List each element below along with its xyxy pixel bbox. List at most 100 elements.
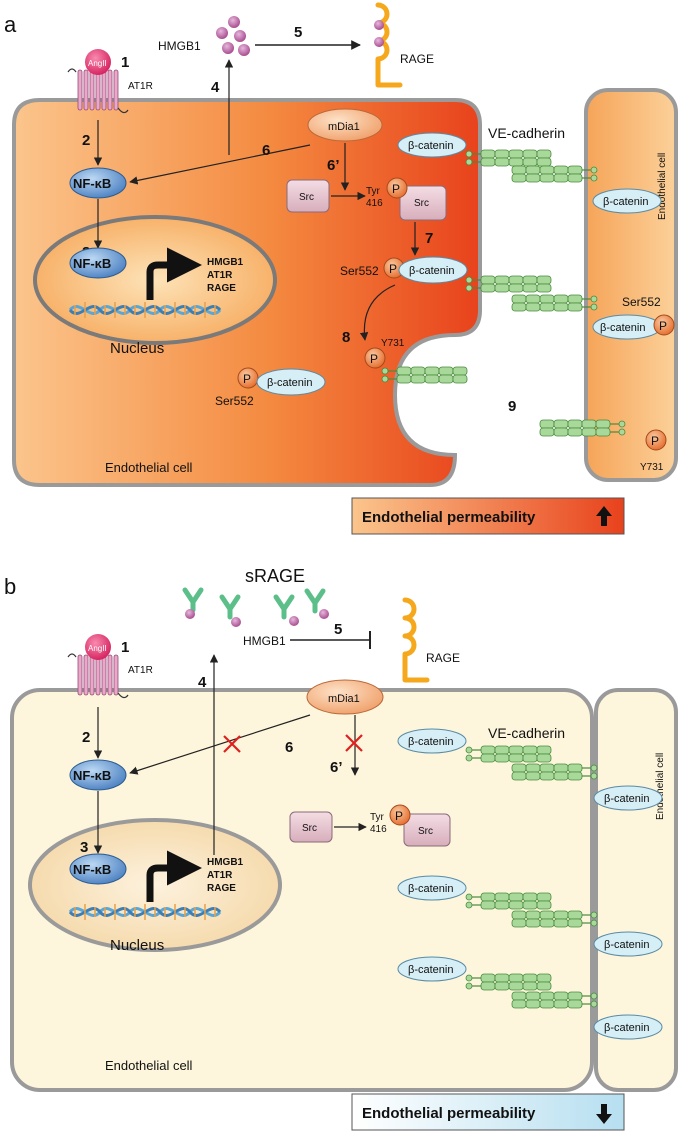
srage-fragment-icon (307, 591, 323, 611)
src-inactive-b (289, 811, 333, 843)
hmgb1-label-b: HMGB1 (243, 634, 286, 648)
inhibit-cross-icon (345, 734, 363, 752)
panel-b: b Endothelial cell sRAGE HMGB1 5 RAGE An… (4, 566, 678, 1131)
gene-at1r-a: AT1R (207, 270, 233, 281)
phospho-y731-right-a (645, 429, 667, 451)
srage-fragment-icon (276, 597, 292, 617)
tyr-label-b: Tyr (370, 812, 385, 823)
nfkb-label-b: NF-κB (73, 768, 111, 783)
step-2-a: 2 (82, 132, 90, 149)
beta-catenin-j3-left-b (397, 956, 467, 982)
step-6prime-a: 6’ (327, 157, 340, 174)
step-1-b: 1 (121, 639, 129, 656)
nucleus-label-b: Nucleus (110, 937, 164, 954)
srage-fragment-icon (222, 597, 238, 617)
beta-catenin-j1-right-a (592, 188, 662, 214)
at1r-label-a: AT1R (128, 81, 153, 92)
nfkb-nucleus-label-a: NF-κB (73, 256, 111, 271)
nfkb-nucleus-a (69, 247, 127, 279)
beta-catenin-free-a (256, 368, 326, 396)
phospho-src-a (386, 177, 408, 199)
step-6-b: 6 (285, 739, 293, 756)
nfkb-label-a: NF-κB (73, 176, 111, 191)
hmgb1-label-a: HMGB1 (158, 39, 201, 53)
beta-catenin-j1-left-label-a: β-catenin (408, 140, 453, 152)
src-active-label-b: Src (418, 826, 433, 837)
src-active-a (399, 185, 447, 221)
vecadherin-label-a: VE-cadherin (488, 125, 565, 141)
src-active-label-a: Src (414, 198, 429, 209)
tyr-site-a: 416 (366, 198, 383, 209)
mdia1-a (307, 108, 383, 142)
beta-catenin-j1-left-label-b: β-catenin (408, 736, 453, 748)
beta-catenin-j3-right-label-b: β-catenin (604, 1022, 649, 1034)
permeability-box-a (351, 497, 625, 535)
src-active-b (403, 813, 451, 847)
step-6-a: 6 (262, 142, 270, 159)
rage-label-a: RAGE (400, 52, 434, 66)
gene-rage-b: RAGE (207, 883, 236, 894)
step-8-a: 8 (342, 329, 350, 346)
inhibit-cross-icon (223, 735, 241, 753)
beta-catenin-j3-left-label-b: β-catenin (408, 964, 453, 976)
ser552-label-a: Ser552 (340, 264, 379, 278)
nucleus-a (33, 215, 277, 345)
step-6prime-b: 6’ (330, 759, 343, 776)
gene-hmgb1-b: HMGB1 (207, 857, 244, 868)
step-5-a: 5 (294, 24, 302, 41)
beta-catenin-j2-right-b (593, 931, 663, 957)
panel-b-letter: b (4, 574, 16, 599)
step-4-a: 4 (211, 79, 220, 96)
permeability-label-a: Endothelial permeability (362, 509, 536, 526)
step-7-a: 7 (425, 230, 433, 247)
mdia1-label-b: mDia1 (328, 693, 360, 705)
cell-label-b: Endothelial cell (105, 1058, 193, 1073)
phospho-src-label-a: P (392, 182, 400, 196)
gene-rage-a: RAGE (207, 283, 236, 294)
beta-catenin-j1-right-label-a: β-catenin (603, 196, 648, 208)
nfkb-nucleus-b (69, 853, 127, 885)
phospho-y731-a (364, 347, 386, 369)
phospho-catenin-label-a: P (389, 262, 397, 276)
src-label-a: Src (299, 192, 314, 203)
neighbor-cell-a (584, 88, 678, 482)
nfkb-nucleus-label-b: NF-κB (73, 862, 111, 877)
transcription-arrow-a (146, 247, 202, 300)
phospho-free-label-a: P (243, 372, 251, 386)
ser552-j2-label-a: Ser552 (622, 295, 661, 309)
permeability-label-b: Endothelial permeability (362, 1105, 536, 1122)
beta-catenin-j1-left-a (397, 132, 467, 158)
rage-label-b: RAGE (426, 651, 460, 665)
beta-catenin-j2-right-label-b: β-catenin (604, 939, 649, 951)
beta-catenin-ser552-a (398, 256, 468, 284)
beta-catenin-j2-left-label-b: β-catenin (408, 883, 453, 895)
step-4-b: 4 (198, 674, 207, 691)
step-3-b: 3 (80, 839, 88, 856)
src-inactive-a (286, 179, 330, 213)
tyr-label-a: Tyr (366, 186, 381, 197)
srage-fragment-icon (185, 590, 201, 610)
nfkb-cytoplasm-a (69, 167, 127, 199)
beta-catenin-j3-right-b (593, 1014, 663, 1040)
beta-catenin-j1-right-b (593, 785, 663, 811)
beta-catenin-j1-left-b (397, 728, 467, 754)
phospho-src-label-b: P (395, 809, 403, 823)
phospho-j2-label-a: P (659, 319, 667, 333)
ser552-free-label-a: Ser552 (215, 394, 254, 408)
beta-catenin-ser552-label-a: β-catenin (409, 265, 454, 277)
panel-a-letter: a (4, 12, 17, 37)
step-5-b: 5 (334, 621, 342, 638)
angii-ligand-a (85, 49, 111, 75)
panel-a: a Endothelial cell Nucleus HMGB1 AT1R RA… (4, 5, 678, 535)
rage-receptor-b (405, 600, 427, 680)
gene-hmgb1-a: HMGB1 (207, 257, 244, 268)
nucleus-b (28, 818, 282, 952)
phospho-j2-a (653, 314, 675, 336)
nfkb-cytoplasm-b (69, 759, 127, 791)
transcription-arrow-b (146, 850, 202, 902)
y731-right-label-a: Y731 (640, 462, 664, 473)
step-1-a: 1 (121, 54, 129, 71)
vecadherin-label-b: VE-cadherin (488, 725, 565, 741)
neighbor-cell-label-a: Endothelial cell (657, 153, 668, 220)
